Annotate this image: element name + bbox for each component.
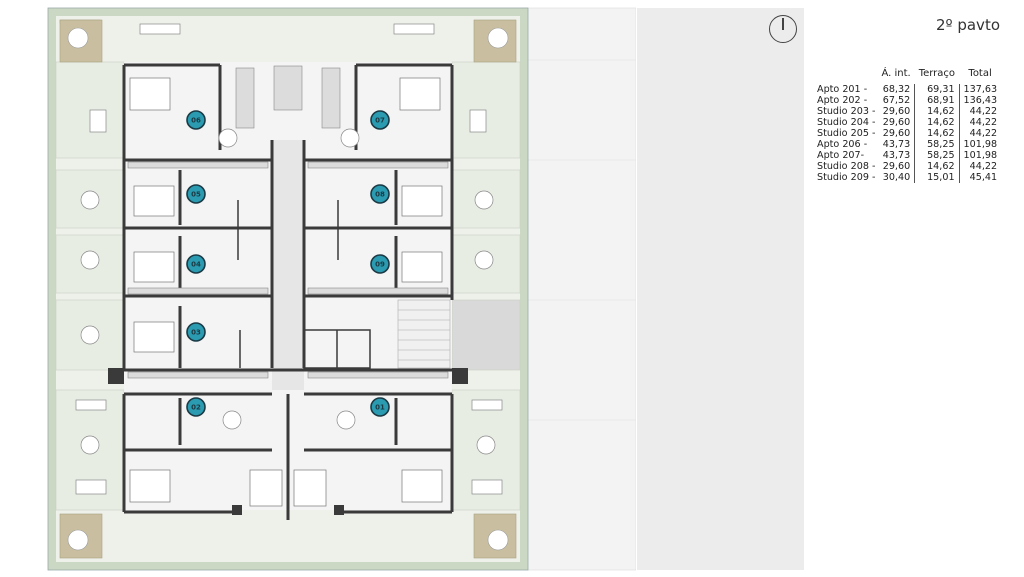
area-table-header: Á. int. Terraço Total: [815, 68, 1001, 84]
row-name: Studio 203 -: [817, 106, 876, 117]
floor-plan: 06 07 05 08 04 09 03 02 01: [47, 7, 636, 571]
row-name: Apto 206 -: [817, 139, 868, 150]
row-total: 45,41: [969, 172, 998, 183]
header-name: [815, 68, 877, 84]
stairs: [397, 299, 451, 369]
row-total: 101,98: [963, 150, 998, 161]
row-total: 44,22: [969, 117, 998, 128]
row-terraco: 14,62: [914, 117, 960, 128]
unit-marker-09: 09: [370, 254, 390, 274]
row-terraco: 14,62: [914, 161, 960, 172]
row-total: 137,63: [963, 84, 998, 95]
row-area: 29,60: [877, 106, 916, 117]
header-area-interna: Á. int.: [881, 68, 911, 79]
row-total: 44,22: [969, 106, 998, 117]
floor-title: 2º pavto: [935, 16, 1000, 34]
unit-marker-04: 04: [186, 254, 206, 274]
row-area: 43,73: [877, 150, 916, 161]
corridor: [272, 140, 304, 390]
furniture-tables: [75, 23, 503, 495]
row-name: Studio 208 -: [817, 161, 876, 172]
row-name: Studio 205 -: [817, 128, 876, 139]
header-terraco: Terraço: [918, 68, 956, 79]
unit-marker-02: 02: [186, 397, 206, 417]
furniture-beds: [129, 77, 443, 507]
unit-marker-03-label: 03: [191, 329, 201, 337]
unit-marker-08-label: 08: [375, 191, 385, 199]
row-total: 44,22: [969, 161, 998, 172]
unit-marker-06-label: 06: [191, 117, 201, 125]
row-terraco: 15,01: [914, 172, 960, 183]
row-terraco: 68,91: [914, 95, 960, 106]
header-total: Total: [968, 68, 992, 79]
row-terraco: 69,31: [914, 84, 960, 95]
row-name: Studio 204 -: [817, 117, 876, 128]
unit-marker-01: 01: [370, 397, 390, 417]
row-name: Apto 201 -: [817, 84, 868, 95]
unit-marker-07-label: 07: [375, 117, 385, 125]
north-arrow-icon: [769, 15, 797, 43]
unit-marker-04-label: 04: [191, 261, 201, 269]
row-terraco: 58,25: [914, 150, 960, 161]
row-name: Apto 202 -: [817, 95, 868, 106]
row-total: 44,22: [969, 128, 998, 139]
unit-marker-02-label: 02: [191, 404, 201, 412]
unit-marker-07: 07: [370, 110, 390, 130]
row-area: 30,40: [877, 172, 916, 183]
unit-markers: 06 07 05 08 04 09 03 02 01: [186, 110, 390, 417]
row-total: 101,98: [963, 139, 998, 150]
unit-marker-06: 06: [186, 110, 206, 130]
row-area: 29,60: [877, 128, 916, 139]
row-terraco: 58,25: [914, 139, 960, 150]
unit-marker-01-label: 01: [375, 404, 385, 412]
row-area: 43,73: [877, 139, 916, 150]
row-name: Apto 207-: [817, 150, 865, 161]
row-area: 29,60: [877, 161, 916, 172]
unit-marker-03: 03: [186, 322, 206, 342]
row-area: 68,32: [877, 84, 916, 95]
unit-marker-08: 08: [370, 184, 390, 204]
row-total: 136,43: [963, 95, 998, 106]
row-terraco: 14,62: [914, 128, 960, 139]
unit-marker-05-label: 05: [191, 191, 201, 199]
unit-marker-05: 05: [186, 184, 206, 204]
side-strip: [637, 8, 804, 570]
row-terraco: 14,62: [914, 106, 960, 117]
unit-marker-09-label: 09: [375, 261, 385, 269]
row-area: 67,52: [877, 95, 916, 106]
row-area: 29,60: [877, 117, 916, 128]
row-name: Studio 209 -: [817, 172, 876, 183]
